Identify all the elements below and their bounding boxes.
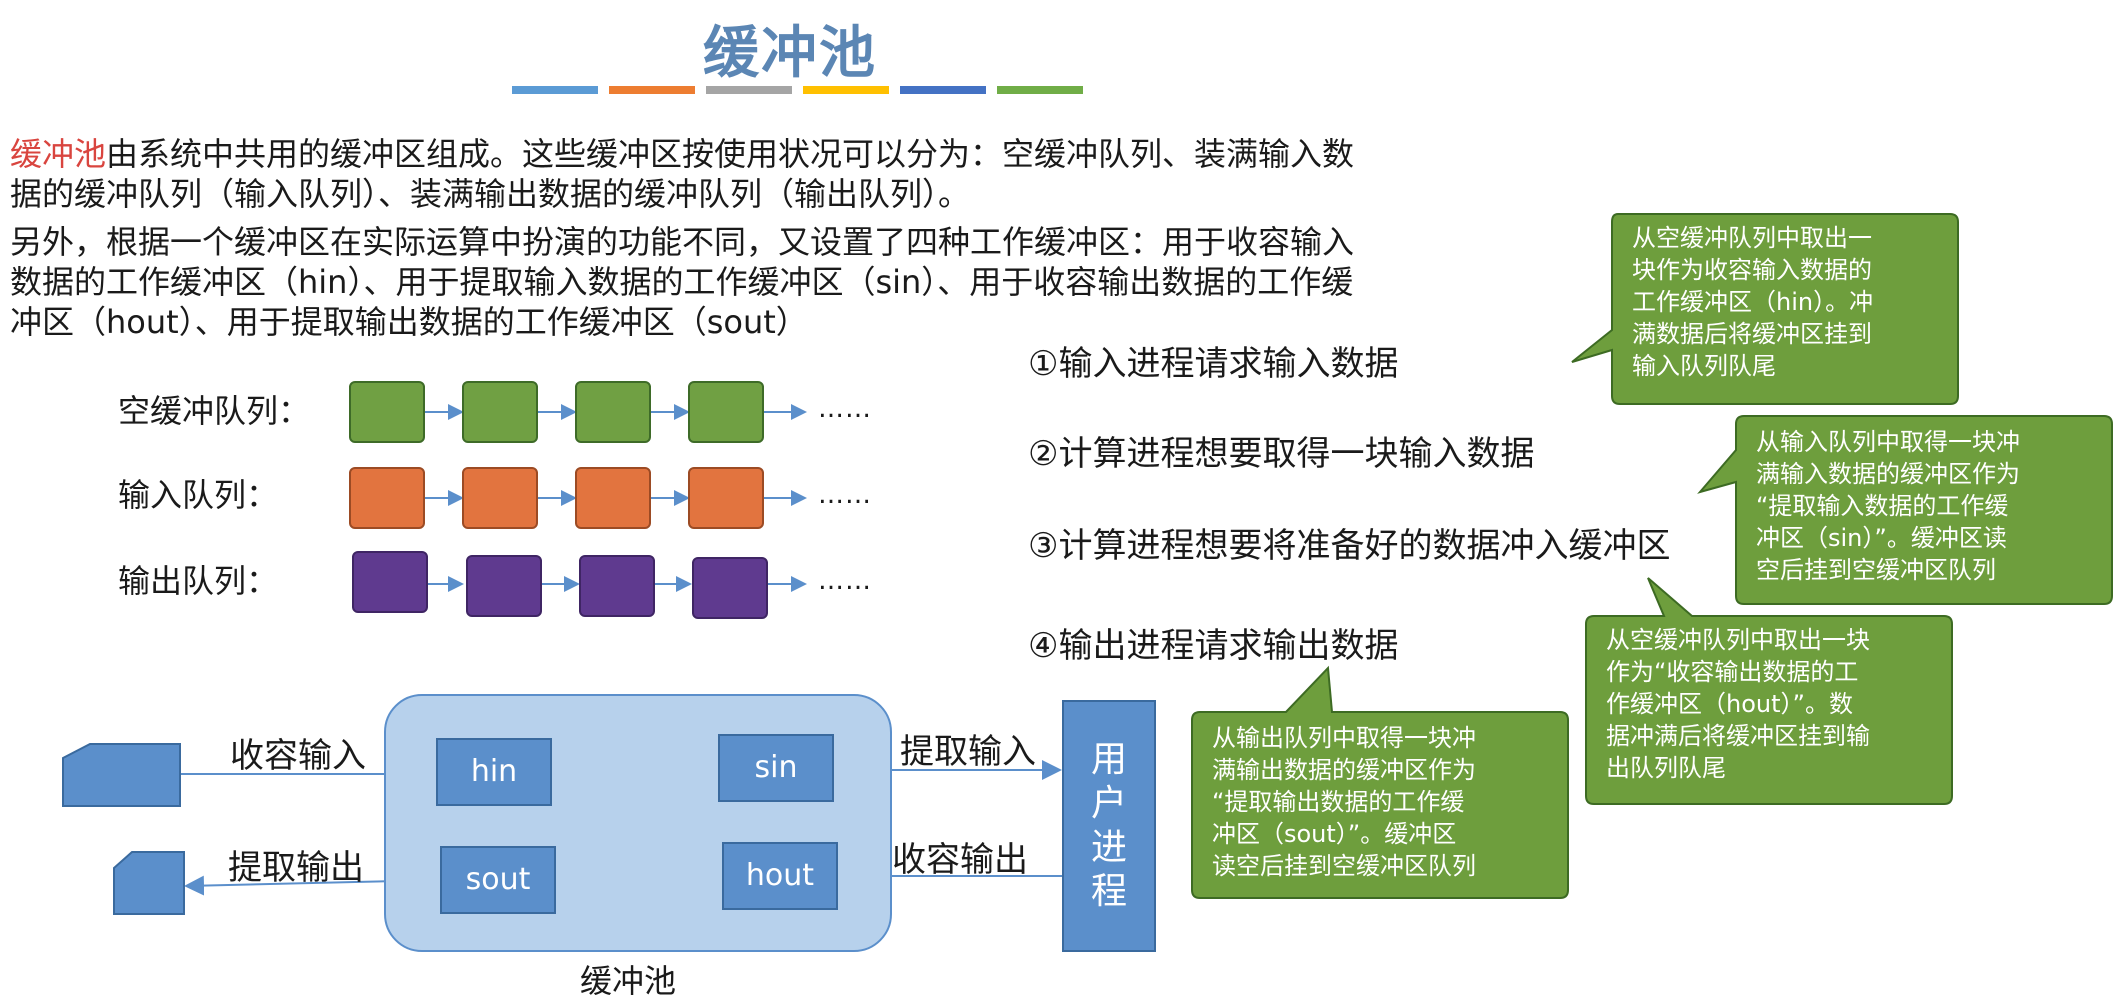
intro-line-4: 数据的工作缓冲区（hin）、用于提取输入数据的工作缓冲区（sin）、用于收容输出… bbox=[10, 263, 1354, 301]
callout-1-line: 输入队列队尾 bbox=[1632, 352, 1776, 380]
callout-3-line: 作为“收容输出数据的工 bbox=[1606, 658, 1859, 686]
user-process-char: 进 bbox=[1090, 827, 1127, 868]
output-queue-ellipsis: …… bbox=[818, 566, 872, 596]
user-process-box: 用 户 进 程 bbox=[1062, 700, 1156, 952]
callout-1-line: 工作缓冲区（hin）。冲 bbox=[1632, 288, 1874, 316]
title-bar-orange bbox=[609, 86, 695, 94]
step-4: ④输出进程请求输出数据 bbox=[1028, 626, 1399, 666]
callout-2-line: 从输入队列中取得一块冲 bbox=[1756, 428, 2020, 456]
receive-input-label: 收容输入 bbox=[230, 736, 366, 776]
input-buffer-1 bbox=[349, 467, 425, 529]
empty-buffer-4 bbox=[688, 381, 764, 443]
callout-2-shape bbox=[1697, 415, 2113, 605]
callout-4-line: 从输出队列中取得一块冲 bbox=[1212, 724, 1476, 752]
title-bar-green bbox=[997, 86, 1083, 94]
empty-queue-label: 空缓冲队列： bbox=[118, 392, 311, 430]
callout-4-line: 冲区（sout）”。缓冲区 bbox=[1212, 820, 1457, 848]
callout-4-line: 满输出数据的缓冲区作为 bbox=[1212, 756, 1476, 784]
pool-caption: 缓冲池 bbox=[580, 962, 677, 1000]
intro-line-1: 缓冲池由系统中共用的缓冲区组成。这些缓冲区按使用状况可以分为：空缓冲队列、装满输… bbox=[10, 134, 1354, 174]
receive-output-label: 收容输出 bbox=[892, 840, 1028, 880]
input-queue-ellipsis: …… bbox=[818, 480, 872, 510]
callout-1-line: 从空缓冲队列中取出一 bbox=[1632, 224, 1872, 252]
callout-1-text: 从空缓冲队列中取出一 块作为收容输入数据的 工作缓冲区（hin）。冲 满数据后将… bbox=[1632, 222, 1873, 382]
extract-output-label: 提取输出 bbox=[228, 848, 364, 888]
title-bar-gray bbox=[706, 86, 792, 94]
intro-line-3: 另外，根据一个缓冲区在实际运算中扮演的功能不同，又设置了四种工作缓冲区：用于收容… bbox=[10, 223, 1355, 261]
empty-buffer-1 bbox=[349, 381, 425, 443]
sin-buffer: sin bbox=[718, 734, 834, 802]
callout-4-shape bbox=[1191, 665, 1569, 899]
page-title: 缓冲池 bbox=[703, 21, 877, 86]
callout-2-line: 满输入数据的缓冲区作为 bbox=[1756, 460, 2020, 488]
hin-buffer: hin bbox=[436, 738, 552, 806]
callout-3-shape bbox=[1585, 577, 1953, 805]
output-buffer-2 bbox=[466, 555, 542, 617]
empty-queue-ellipsis: …… bbox=[818, 394, 872, 424]
user-process-char: 程 bbox=[1090, 871, 1127, 912]
callout-4-line: 读空后挂到空缓冲区队列 bbox=[1212, 852, 1476, 880]
callout-1-line: 满数据后将缓冲区挂到 bbox=[1632, 320, 1872, 348]
callout-1-line: 块作为收容输入数据的 bbox=[1632, 256, 1872, 284]
input-buffer-4 bbox=[688, 467, 764, 529]
callout-3-line: 出队列队尾 bbox=[1606, 754, 1726, 782]
input-queue-label: 输入队列： bbox=[118, 476, 279, 514]
empty-buffer-3 bbox=[575, 381, 651, 443]
callout-1-shape bbox=[1571, 213, 1959, 405]
callout-2-line: 空后挂到空缓冲区队列 bbox=[1756, 556, 1996, 584]
intro-line-2: 据的缓冲队列（输入队列）、装满输出数据的缓冲队列（输出队列）。 bbox=[10, 175, 971, 213]
title-bar-blue bbox=[512, 86, 598, 94]
empty-buffer-2 bbox=[462, 381, 538, 443]
input-device-icon bbox=[62, 743, 181, 807]
hout-buffer: hout bbox=[722, 842, 838, 910]
step-3: ③计算进程想要将准备好的数据冲入缓冲区 bbox=[1028, 526, 1671, 566]
user-process-char: 户 bbox=[1090, 783, 1127, 824]
highlight-term: 缓冲池 bbox=[10, 135, 107, 173]
intro-line-1-text: 由系统中共用的缓冲区组成。这些缓冲区按使用状况可以分为：空缓冲队列、装满输入数 bbox=[106, 135, 1355, 173]
output-device-icon bbox=[113, 851, 185, 915]
intro-line-5: 冲区（hout）、用于提取输出数据的工作缓冲区（sout） bbox=[10, 303, 808, 341]
output-buffer-4 bbox=[692, 557, 768, 619]
title-bar-darkblue bbox=[900, 86, 986, 94]
input-buffer-2 bbox=[462, 467, 538, 529]
output-queue-label: 输出队列： bbox=[118, 562, 279, 600]
callout-2-line: 冲区（sin）”。缓冲区读 bbox=[1756, 524, 2007, 552]
extract-input-label: 提取输入 bbox=[900, 732, 1036, 772]
callout-2-text: 从输入队列中取得一块冲 满输入数据的缓冲区作为 “提取输入数据的工作缓 冲区（s… bbox=[1756, 426, 2020, 586]
output-buffer-3 bbox=[579, 555, 655, 617]
step-2: ②计算进程想要取得一块输入数据 bbox=[1028, 434, 1535, 474]
callout-2-line: “提取输入数据的工作缓 bbox=[1756, 492, 2009, 520]
callout-3-line: 作缓冲区（hout）”。数 bbox=[1606, 690, 1853, 718]
callout-4-line: “提取输出数据的工作缓 bbox=[1212, 788, 1465, 816]
callout-3-line: 据冲满后将缓冲区挂到输 bbox=[1606, 722, 1870, 750]
step-1: ①输入进程请求输入数据 bbox=[1028, 344, 1399, 384]
callout-3-line: 从空缓冲队列中取出一块 bbox=[1606, 626, 1870, 654]
callout-3-text: 从空缓冲队列中取出一块 作为“收容输出数据的工 作缓冲区（hout）”。数 据冲… bbox=[1606, 624, 1870, 784]
sout-buffer: sout bbox=[440, 846, 556, 914]
input-buffer-3 bbox=[575, 467, 651, 529]
user-process-char: 用 bbox=[1090, 739, 1127, 780]
callout-4-text: 从输出队列中取得一块冲 满输出数据的缓冲区作为 “提取输出数据的工作缓 冲区（s… bbox=[1212, 722, 1476, 882]
title-bar-yellow bbox=[803, 86, 889, 94]
output-buffer-1 bbox=[352, 551, 428, 613]
